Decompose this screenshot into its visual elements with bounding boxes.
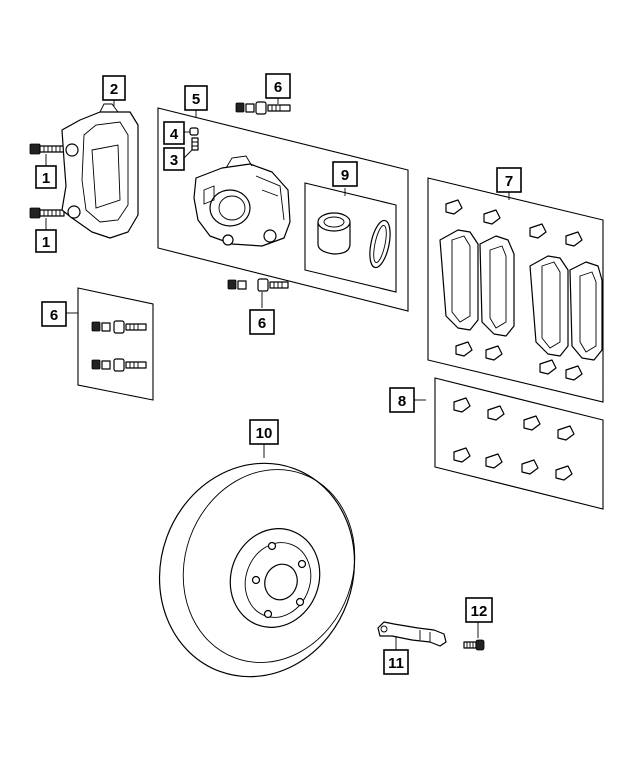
wear-sensor-icon: [377, 621, 447, 647]
bleeder-screw-icon: [191, 137, 199, 151]
svg-text:6: 6: [258, 315, 266, 332]
guide-pin-kit-panel: [77, 287, 154, 401]
svg-text:1: 1: [42, 170, 50, 187]
callout-6c: 6: [249, 309, 275, 335]
callout-10: 10: [249, 419, 279, 445]
callout-11: 11: [383, 649, 409, 675]
callout-9: 9: [332, 161, 358, 187]
seal-icon: [369, 219, 391, 269]
guide-pin-kit-bolts: [91, 320, 147, 372]
callout-12: 12: [465, 597, 493, 623]
piston-icon: [317, 212, 351, 255]
caliper-icon: [193, 155, 291, 247]
pad-clips-upper: [445, 199, 583, 247]
callout-8: 8: [389, 387, 415, 413]
hardware-kit-panel: [434, 377, 604, 510]
callout-1a: 1: [35, 165, 57, 189]
callout-2: 2: [102, 75, 126, 101]
callout-7: 7: [496, 167, 522, 193]
callout-3: 3: [163, 147, 185, 171]
callout-1b: 1: [35, 229, 57, 253]
caliper-bracket-bolt-lower: [29, 207, 65, 219]
svg-text:1: 1: [42, 234, 50, 251]
screw-icon: [463, 639, 485, 651]
svg-text:4: 4: [170, 126, 179, 143]
svg-text:2: 2: [110, 81, 118, 98]
caliper-bracket-bolt-upper: [29, 143, 65, 155]
svg-text:7: 7: [505, 173, 513, 190]
callout-6b: 6: [41, 301, 67, 327]
svg-text:9: 9: [341, 167, 349, 184]
svg-text:6: 6: [274, 79, 282, 96]
caliper-bracket-icon: [61, 103, 139, 239]
svg-text:3: 3: [170, 152, 178, 169]
clip-icon: [453, 397, 575, 481]
guide-pin-bolt-top: [235, 101, 291, 115]
bleeder-cap-icon: [189, 127, 199, 136]
svg-text:5: 5: [192, 91, 200, 108]
svg-text:10: 10: [256, 425, 273, 442]
brake-pad-icon: [439, 229, 603, 361]
svg-text:11: 11: [388, 655, 404, 672]
callout-4: 4: [163, 121, 185, 145]
svg-text:12: 12: [471, 603, 488, 620]
pad-clips-lower: [455, 341, 583, 381]
guide-pin-bolt-bottom: [227, 278, 289, 292]
rotor-icon: [158, 462, 356, 678]
svg-text:6: 6: [50, 307, 58, 324]
svg-text:8: 8: [398, 393, 406, 410]
callout-6a: 6: [265, 73, 291, 99]
callout-5: 5: [184, 85, 208, 111]
